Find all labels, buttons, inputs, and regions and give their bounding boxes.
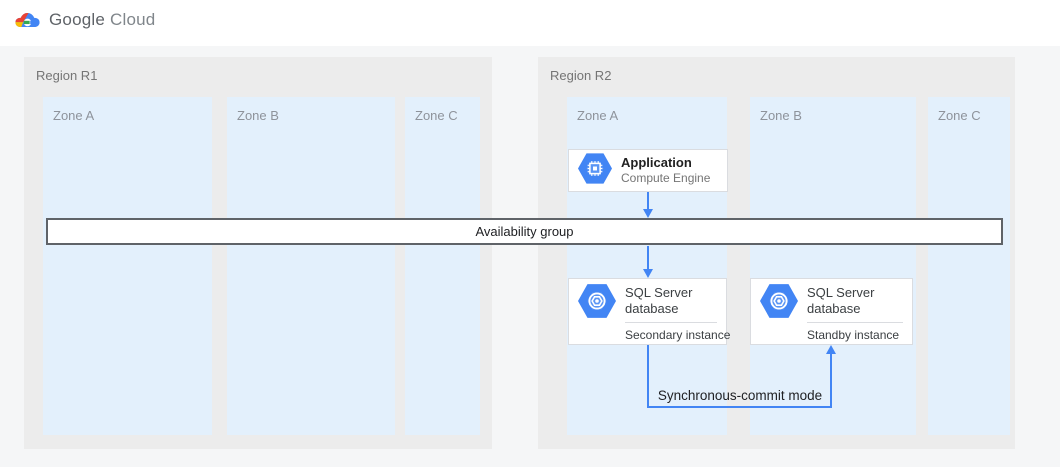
region-r2-zone-b: Zone B xyxy=(750,97,916,435)
zone-label: Zone B xyxy=(237,108,279,123)
availability-group-bar: Availability group xyxy=(46,218,1003,245)
sql-secondary-title: SQL Server database xyxy=(625,285,693,316)
logo-text-cloud: Cloud xyxy=(110,10,156,29)
region-r1-zone-b: Zone B xyxy=(227,97,395,435)
region-r1-zone-c: Zone C xyxy=(405,97,480,435)
application-node: Application Compute Engine xyxy=(568,149,728,192)
google-cloud-logo-icon xyxy=(15,12,40,28)
google-cloud-logo: Google Cloud xyxy=(14,9,155,31)
sync-commit-label: Synchronous-commit mode xyxy=(657,388,823,403)
region-r1-label: Region R1 xyxy=(36,68,98,83)
sql-standby-node: SQL Server database Standby instance xyxy=(750,278,913,345)
sql-standby-title: SQL Server database xyxy=(807,285,875,316)
zone-label: Zone A xyxy=(577,108,619,123)
application-title: Application xyxy=(621,155,692,170)
zone-label: Zone B xyxy=(760,108,802,123)
header-bar: Google Cloud xyxy=(0,0,1060,46)
node-divider xyxy=(625,322,717,323)
sql-server-database-icon xyxy=(751,279,798,344)
sql-server-database-icon xyxy=(569,279,616,344)
logo-text-google: Google xyxy=(49,10,106,29)
zone-label: Zone C xyxy=(415,108,458,123)
region-r2-label: Region R2 xyxy=(550,68,612,83)
standby-instance-label: Standby instance xyxy=(807,328,900,342)
compute-engine-icon xyxy=(569,152,612,189)
secondary-instance-label: Secondary instance xyxy=(625,328,731,342)
region-r1: Region R1 Zone A Zone B Zone C xyxy=(24,57,492,449)
node-divider xyxy=(807,322,903,323)
application-subtitle: Compute Engine xyxy=(621,171,711,185)
sql-secondary-node: SQL Server database Secondary instance xyxy=(568,278,731,345)
availability-group-label: Availability group xyxy=(475,224,574,239)
region-r2-zone-a: Zone A xyxy=(567,97,727,435)
region-r2-zone-c: Zone C xyxy=(928,97,1010,435)
zone-label: Zone A xyxy=(53,108,95,123)
region-r1-zone-a: Zone A xyxy=(43,97,212,435)
zone-label: Zone C xyxy=(938,108,981,123)
